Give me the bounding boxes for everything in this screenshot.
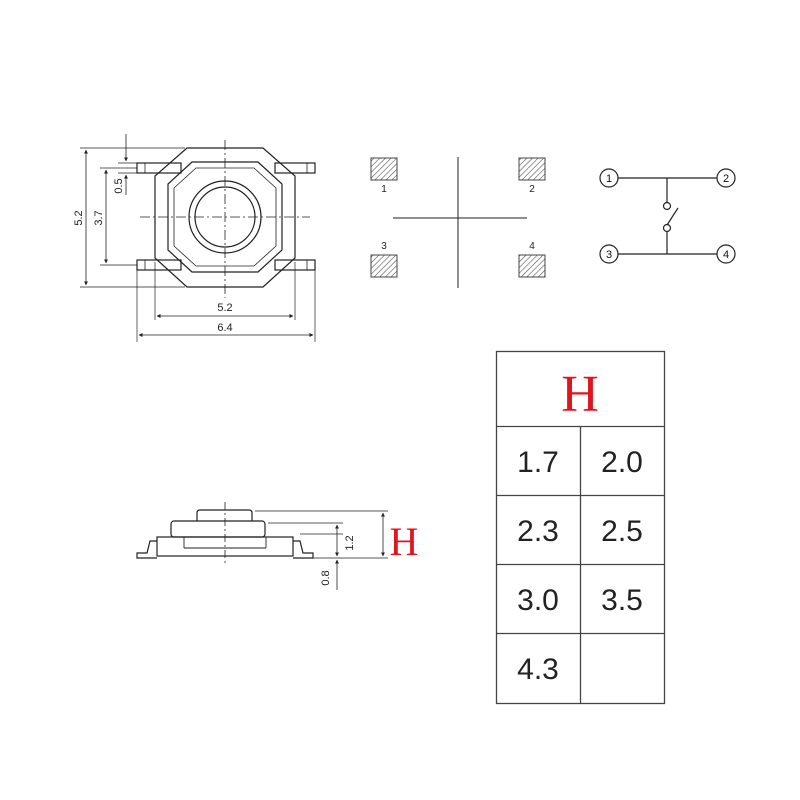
top-view-body-outline <box>154 147 296 288</box>
terminal-4-label: 4 <box>723 249 729 261</box>
side-view-leg-right <box>293 540 314 559</box>
dim-height-outer: 5.2 <box>73 210 85 225</box>
pad-4-label: 4 <box>529 241 535 252</box>
side-view <box>136 502 388 590</box>
terminal-3-marker <box>599 244 619 264</box>
table-cell-r3-c1: 3.0 <box>517 584 559 617</box>
table-header-h: H <box>561 366 599 423</box>
terminal-3-label: 3 <box>606 249 612 261</box>
pad-1-label: 1 <box>381 184 387 195</box>
dim-width-inner: 5.2 <box>217 302 232 314</box>
side-view-dimensions: 1.2 0.8 H <box>320 519 418 586</box>
switch-schematic-labels: 1 2 3 4 <box>606 173 729 261</box>
top-view <box>80 134 316 342</box>
pad-1 <box>370 157 398 181</box>
top-view-dimensions: 5.2 3.7 0.5 5.2 6.4 <box>73 178 233 334</box>
table-cell-r1-c1: 1.7 <box>517 446 559 479</box>
terminal-1-label: 1 <box>606 173 612 185</box>
table-cell-r1-c2: 2.0 <box>601 446 643 479</box>
pad-3-label: 3 <box>381 241 387 252</box>
pad-2-label: 2 <box>529 184 535 195</box>
table-cell-r2-c2: 2.5 <box>601 515 643 548</box>
side-view-plunger <box>196 509 253 521</box>
top-view-body-inner <box>167 161 283 273</box>
terminal-4-marker <box>716 244 736 264</box>
terminal-1-marker <box>599 168 619 188</box>
height-table: H 1.7 2.0 2.3 2.5 3.0 3.5 4.3 <box>495 350 666 705</box>
side-view-cap <box>170 520 266 538</box>
top-view-legs <box>136 162 316 271</box>
switch-schematic <box>599 168 736 264</box>
terminal-2-label: 2 <box>723 173 729 185</box>
side-view-leg-left <box>136 540 157 559</box>
table-cell-r4-c1: 4.3 <box>517 653 559 686</box>
dim-base-height: 0.8 <box>320 570 332 585</box>
pad-2 <box>518 157 546 181</box>
side-view-height-label: H <box>390 519 419 564</box>
dim-width-outer: 6.4 <box>217 322 232 334</box>
table-cell-r3-c2: 3.5 <box>601 584 643 617</box>
terminal-2-marker <box>716 168 736 188</box>
switch-contact <box>666 207 679 226</box>
dim-body-height: 1.2 <box>344 535 356 550</box>
table-cell-r2-c1: 2.3 <box>517 515 559 548</box>
dim-height-inner: 3.7 <box>93 210 105 225</box>
pad-layout: 1 2 3 4 <box>370 157 546 288</box>
pad-3 <box>370 254 398 278</box>
dim-offset: 0.5 <box>113 178 125 193</box>
pad-4 <box>518 254 546 278</box>
